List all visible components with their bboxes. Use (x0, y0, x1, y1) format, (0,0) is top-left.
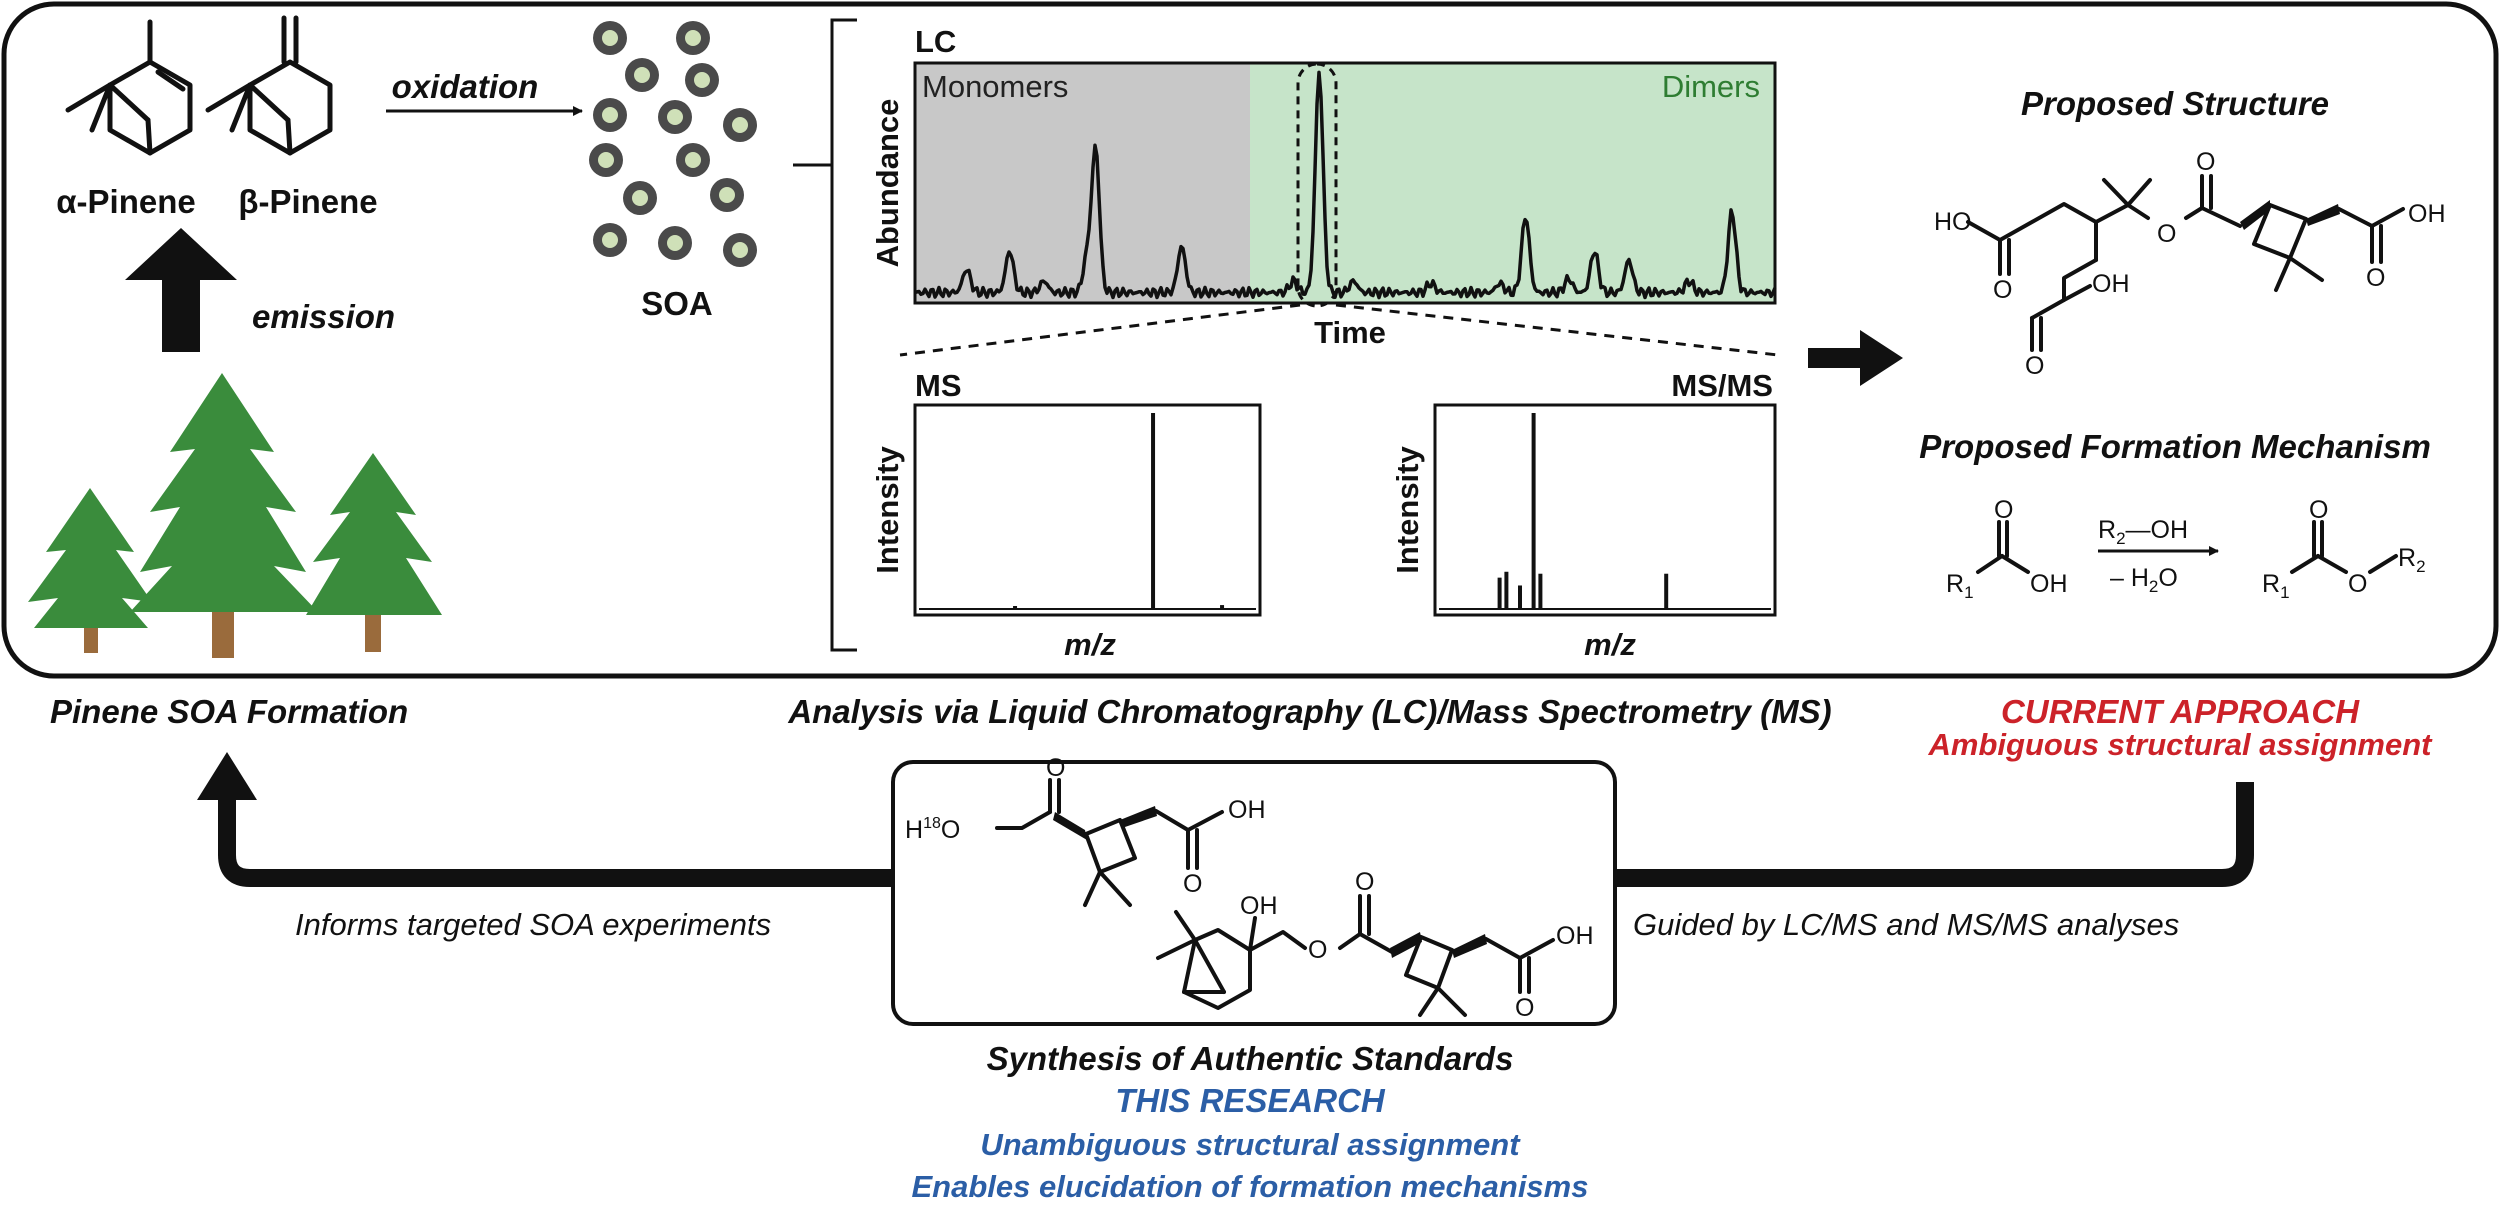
lc-ylabel: Abundance (870, 99, 905, 268)
lc-dimers-label: Dimers (1662, 69, 1760, 104)
guided-label: Guided by LC/MS and MS/MS analyses (1633, 907, 2179, 942)
svg-text:O: O (1355, 868, 1374, 896)
main-frame (1, 1, 2499, 679)
standard-two-molecule (1156, 894, 1555, 1017)
mechanism-reactant (1976, 520, 2030, 574)
svg-text:H18O: H18O (905, 815, 960, 844)
soa-label: SOA (641, 285, 713, 322)
svg-text:O: O (2309, 496, 2328, 524)
svg-text:OH: OH (2408, 200, 2446, 228)
analysis-caption: Analysis via Liquid Chromatography (LC)/… (787, 693, 1831, 730)
svg-text:O: O (2157, 220, 2176, 248)
svg-text:OH: OH (2092, 270, 2130, 298)
feedback-up-arrow (197, 752, 257, 800)
unambiguous-label: Unambiguous structural assignment (980, 1127, 1521, 1162)
lc-axes-box (913, 61, 1777, 305)
lc-monomers-label: Monomers (922, 69, 1068, 104)
ms-axes-box (913, 403, 1262, 617)
beta-pinene-label: β-Pinene (238, 183, 377, 220)
enables-label: Enables elucidation of formation mechani… (912, 1169, 1589, 1204)
svg-text:O: O (2025, 352, 2044, 380)
feedback-left-connector (218, 800, 893, 887)
oxidation-label: oxidation (392, 68, 539, 105)
alpha-pinene-label: α-Pinene (56, 183, 195, 220)
svg-text:O: O (1308, 936, 1327, 964)
svg-text:O: O (1183, 870, 1202, 898)
svg-text:O: O (2348, 570, 2367, 598)
lc-xlabel: Time (1314, 315, 1386, 350)
svg-text:O: O (1046, 754, 1065, 782)
result-arrow (1808, 330, 1903, 386)
this-research-label: THIS RESEARCH (1115, 1082, 1386, 1119)
ms-peaks (919, 413, 1256, 610)
svg-text:O: O (2366, 264, 2385, 292)
lc-chart: Monomers Dimers (913, 61, 1777, 308)
svg-text:R1: R1 (2262, 570, 2290, 602)
soa-particles (589, 21, 757, 267)
beta-pinene-structure (205, 15, 333, 156)
msms-peaks (1439, 413, 1771, 610)
lc-trace (914, 70, 1777, 300)
pinene-soa-formation-caption: Pinene SOA Formation (50, 693, 408, 730)
svg-text:OH: OH (1240, 892, 1278, 920)
svg-text:O: O (1993, 276, 2012, 304)
svg-text:– H2O: – H2O (2110, 564, 2178, 596)
proposed-structure-title: Proposed Structure (2021, 85, 2329, 122)
proposed-mechanism-title: Proposed Formation Mechanism (1919, 428, 2431, 465)
analysis-bracket (830, 18, 857, 652)
ambiguous-label: Ambiguous structural assignment (1928, 727, 2434, 762)
alpha-pinene-structure (65, 19, 193, 156)
svg-text:R2—OH: R2—OH (2098, 516, 2188, 548)
trees (28, 373, 442, 658)
current-approach-label: CURRENT APPROACH (2001, 693, 2360, 730)
msms-ylabel: Intensity (1390, 446, 1425, 574)
emission-label: emission (252, 298, 395, 335)
standard-one-molecule (995, 778, 1224, 907)
lc-monomer-region (915, 63, 1250, 303)
svg-text:R1: R1 (1946, 570, 1974, 602)
svg-text:O: O (2196, 148, 2215, 176)
feedback-right-connector (1615, 782, 2254, 887)
proposed-structure-molecule (1966, 174, 2405, 352)
ms-ylabel: Intensity (870, 446, 905, 574)
proposed-structure-atoms: HO O OH O O O OH O (1934, 148, 2446, 380)
svg-text:HO: HO (1934, 208, 1972, 236)
lc-title: LC (915, 24, 956, 59)
msms-xlabel: m/z (1584, 627, 1636, 662)
synthesis-caption: Synthesis of Authentic Standards (987, 1040, 1514, 1077)
msms-axes-box (1433, 403, 1777, 617)
informs-label: Informs targeted SOA experiments (295, 907, 771, 942)
mechanism-product (2290, 520, 2398, 574)
svg-text:OH: OH (1556, 922, 1594, 950)
svg-text:R2: R2 (2398, 544, 2426, 576)
lc-dimer-highlight (1296, 62, 1338, 308)
emission-arrow (125, 228, 237, 352)
svg-text:OH: OH (2030, 570, 2068, 598)
ms-title: MS (915, 368, 962, 403)
svg-text:O: O (1994, 496, 2013, 524)
svg-text:O: O (1515, 994, 1534, 1022)
msms-title: MS/MS (1671, 368, 1773, 403)
svg-text:OH: OH (1228, 796, 1266, 824)
ms-xlabel: m/z (1064, 627, 1116, 662)
